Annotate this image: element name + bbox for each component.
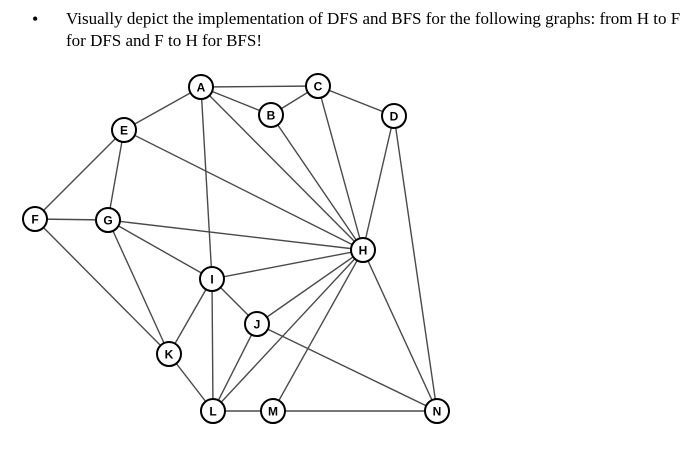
edge-h-n xyxy=(362,249,438,412)
node-circle-c xyxy=(305,73,331,99)
edge-a-e xyxy=(123,86,202,131)
node-j: J xyxy=(244,311,270,337)
node-circle-e xyxy=(111,117,137,143)
node-label-i: I xyxy=(210,273,213,287)
node-circle-a xyxy=(188,74,214,100)
question: • Visually depict the implementation of … xyxy=(28,8,688,52)
node-a: A xyxy=(188,74,214,100)
node-h: H xyxy=(350,237,376,263)
edge-e-g xyxy=(107,129,125,221)
edge-g-h xyxy=(107,219,364,251)
graph-nodes: A B C D E F G H I J K L M N xyxy=(22,73,450,424)
node-label-m: M xyxy=(268,405,278,419)
edge-f-k xyxy=(34,218,170,355)
edge-a-h xyxy=(200,86,364,251)
edge-l-h xyxy=(212,249,364,412)
edge-e-f xyxy=(34,129,125,220)
node-circle-d xyxy=(381,103,407,129)
edge-c-h xyxy=(317,85,364,251)
node-b: B xyxy=(258,102,284,128)
node-n: N xyxy=(424,398,450,424)
node-label-c: C xyxy=(314,80,323,94)
node-label-j: J xyxy=(254,318,261,332)
node-label-d: D xyxy=(390,110,399,124)
node-k: K xyxy=(156,341,182,367)
node-label-n: N xyxy=(433,405,442,419)
node-f: F xyxy=(22,206,48,232)
node-circle-n xyxy=(424,398,450,424)
edge-j-n xyxy=(256,323,438,412)
node-label-h: H xyxy=(359,244,368,258)
node-l: L xyxy=(200,398,226,424)
node-g: G xyxy=(95,207,121,233)
edge-i-k xyxy=(168,278,213,355)
node-circle-j xyxy=(244,311,270,337)
node-label-e: E xyxy=(120,124,128,138)
edge-m-h xyxy=(272,249,364,412)
edge-e-h xyxy=(123,129,364,251)
node-label-f: F xyxy=(31,213,38,227)
edge-j-h xyxy=(256,249,364,325)
edge-b-h xyxy=(270,114,364,251)
node-m: M xyxy=(260,398,286,424)
node-circle-m xyxy=(260,398,286,424)
node-label-a: A xyxy=(197,81,206,95)
node-circle-i xyxy=(199,266,225,292)
node-circle-g xyxy=(95,207,121,233)
edge-d-h xyxy=(362,115,395,251)
edge-a-i xyxy=(200,86,213,280)
node-circle-b xyxy=(258,102,284,128)
node-c: C xyxy=(305,73,331,99)
edge-a-c xyxy=(200,85,319,88)
edge-j-l xyxy=(212,323,258,412)
node-circle-l xyxy=(200,398,226,424)
node-d: D xyxy=(381,103,407,129)
node-i: I xyxy=(199,266,225,292)
graph-edges xyxy=(34,85,438,412)
node-circle-k xyxy=(156,341,182,367)
node-label-k: K xyxy=(165,348,174,362)
edge-i-l xyxy=(211,278,214,412)
node-circle-h xyxy=(350,237,376,263)
node-circle-f xyxy=(22,206,48,232)
node-e: E xyxy=(111,117,137,143)
node-label-l: L xyxy=(209,405,216,419)
edge-c-d xyxy=(317,85,395,117)
edge-g-k xyxy=(107,219,170,355)
edge-i-h xyxy=(211,249,364,280)
bullet-point: • xyxy=(32,9,39,29)
node-label-g: G xyxy=(103,214,112,228)
edge-g-i xyxy=(107,219,213,280)
node-label-b: B xyxy=(267,109,276,123)
edge-d-n xyxy=(393,115,438,412)
question-text: Visually depict the implementation of DF… xyxy=(66,9,681,50)
